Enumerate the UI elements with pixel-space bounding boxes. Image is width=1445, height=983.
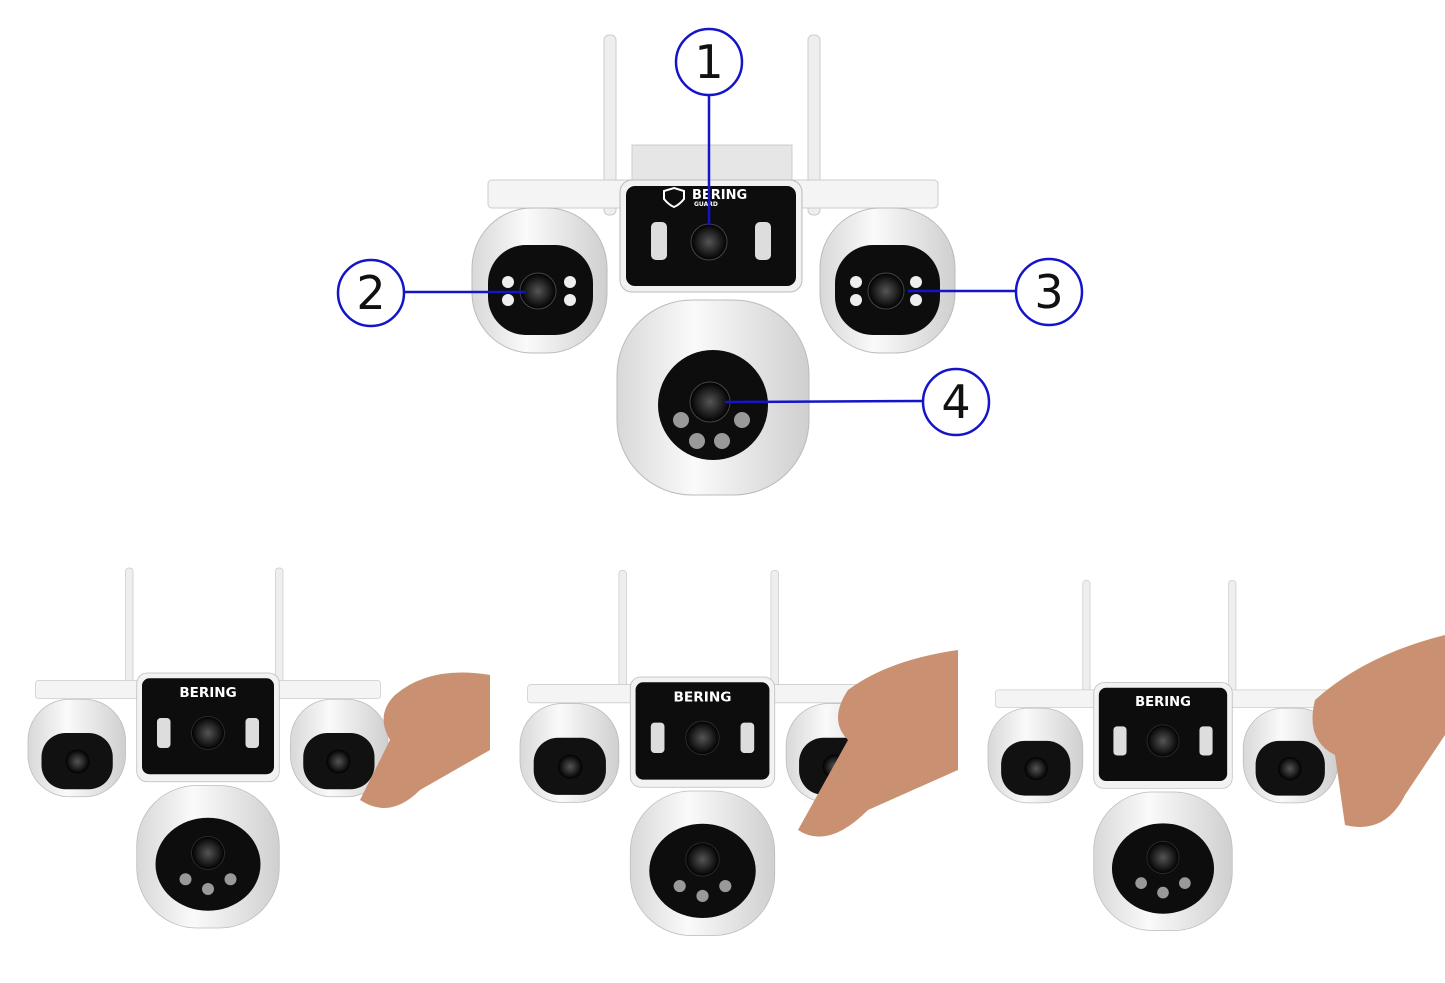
- demo-photo-3: [987, 580, 1445, 931]
- callout-3: 3: [908, 257, 1084, 327]
- svg-text:3: 3: [1034, 265, 1063, 319]
- shield-logo-icon: [663, 186, 685, 209]
- callout-4: 4: [724, 367, 991, 437]
- demo-photo-1: [27, 567, 490, 929]
- bottom-dome-camera: [616, 299, 810, 496]
- svg-text:2: 2: [356, 266, 385, 320]
- brand-logo-line2: GUARD: [694, 201, 718, 208]
- callout-1: 1: [674, 27, 744, 225]
- side-camera-left: [471, 207, 608, 354]
- brand-logo-line1: BERING: [692, 188, 747, 203]
- hand: [1312, 635, 1445, 827]
- center-camera-box: BERING GUARD: [619, 179, 803, 293]
- hand: [798, 650, 958, 837]
- demo-photo-2: [519, 570, 958, 936]
- callout-2: 2: [336, 258, 525, 328]
- hand: [360, 672, 490, 808]
- side-camera-right: [819, 207, 956, 354]
- svg-text:4: 4: [941, 375, 970, 429]
- svg-text:1: 1: [694, 35, 723, 89]
- main-camera: BERING GUARD: [471, 34, 956, 496]
